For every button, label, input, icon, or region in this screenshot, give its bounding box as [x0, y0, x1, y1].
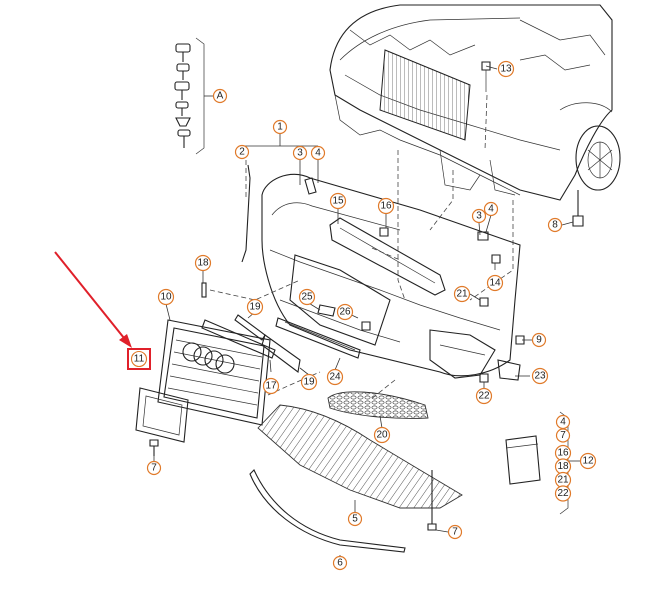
bag-callout-label: 16	[557, 448, 569, 459]
trim-strip-2	[241, 164, 251, 263]
callout-c5: 5	[347, 511, 363, 527]
callout-cA: A	[212, 88, 228, 104]
callout-label: 3	[297, 148, 303, 159]
callout-c17: 17	[262, 377, 280, 395]
bumper-cover	[261, 173, 521, 381]
callout-c26: 26	[336, 303, 354, 321]
bag-callout-18: 18	[554, 458, 572, 475]
callout-label: 20	[376, 430, 388, 441]
callout-label: 19	[303, 377, 315, 388]
callout-c19a: 19	[246, 298, 264, 316]
car-front-body	[329, 4, 621, 201]
callout-label: 22	[478, 391, 490, 402]
bag-callout-label: 22	[557, 488, 569, 499]
callout-label: 13	[500, 64, 512, 75]
callout-c19b: 19	[300, 373, 318, 391]
bag-group-label: 12	[579, 452, 597, 470]
callout-c7a: 7	[146, 460, 162, 476]
callout-label: 4	[488, 204, 494, 215]
bag-callout-label: 7	[560, 430, 566, 441]
callout-label: 24	[329, 372, 341, 383]
callout-label: 17	[265, 381, 277, 392]
callout-label: 2	[239, 147, 245, 158]
callout-c13: 13	[497, 60, 515, 78]
callout-c4a: 4	[310, 145, 326, 161]
callout-c4b: 4	[483, 201, 499, 217]
bag-callout-16: 16	[554, 444, 572, 462]
callout-label: 19	[249, 302, 261, 313]
bag-callout-21: 21	[554, 471, 572, 489]
lower-trim-strip	[249, 469, 406, 553]
callout-c9: 9	[531, 332, 547, 348]
callout-label: A	[217, 91, 224, 102]
red-pointer-arrow	[54, 251, 132, 348]
callout-label: 9	[536, 335, 542, 346]
callout-label: 4	[315, 148, 321, 159]
callout-label: 3	[476, 211, 482, 222]
bag-group-label-text: 12	[582, 456, 594, 467]
trim-strip-24	[275, 317, 361, 359]
callout-c6: 6	[332, 555, 348, 571]
parts-bag	[505, 435, 541, 485]
fastener-set-a	[174, 37, 205, 155]
callout-label: 1	[277, 122, 283, 133]
side-grille	[327, 391, 429, 419]
bag-callout-4: 4	[555, 414, 571, 430]
trim-strip-17	[201, 319, 276, 359]
highlighted-callout-label: 11	[134, 354, 145, 365]
callout-c14: 14	[486, 274, 504, 292]
callout-label: 6	[337, 558, 343, 569]
callout-label: 16	[380, 201, 392, 212]
callout-label: 8	[552, 220, 558, 231]
callout-c15: 15	[329, 192, 347, 210]
callout-c7b: 7	[447, 524, 463, 540]
callout-label: 10	[160, 292, 172, 303]
callout-label: 14	[489, 278, 501, 289]
callout-c1: 1	[272, 119, 288, 135]
bag-callout-7: 7	[555, 428, 571, 443]
callout-c2: 2	[234, 144, 250, 160]
callout-c3b: 3	[471, 208, 487, 224]
highlighted-callout-11: 11	[127, 348, 151, 370]
callout-c25: 25	[298, 288, 316, 306]
bag-callout-label: 4	[560, 417, 566, 428]
callout-c18: 18	[194, 254, 212, 272]
dashed-leaders	[209, 94, 514, 401]
callout-c23: 23	[531, 367, 549, 385]
trim-strip-19a	[234, 314, 266, 341]
bag-callout-label: 21	[557, 475, 569, 486]
bracket-15	[329, 217, 446, 296]
callout-leaders	[153, 65, 580, 562]
bag-callout-22: 22	[554, 485, 572, 502]
callout-label: 25	[301, 292, 313, 303]
callout-label: 18	[197, 258, 209, 269]
callout-c8: 8	[547, 217, 563, 233]
trim-strip-19b	[261, 334, 301, 373]
callout-label: 23	[534, 371, 546, 382]
lower-air-guide	[257, 404, 463, 509]
callout-label: 21	[456, 289, 468, 300]
callout-c21: 21	[453, 285, 471, 303]
callout-label: 7	[151, 463, 157, 474]
callout-c10: 10	[157, 288, 175, 306]
radiator-grille	[135, 319, 271, 443]
callout-label: 5	[352, 514, 358, 525]
callout-c3a: 3	[292, 145, 308, 161]
callout-label: 7	[452, 527, 458, 538]
callout-c20: 20	[373, 426, 391, 444]
bag-callout-label: 18	[557, 461, 569, 472]
callout-c16: 16	[377, 197, 395, 215]
bag-group-callouts: 4 7 16 18 21 22 12	[554, 414, 597, 502]
callout-label: 26	[339, 307, 351, 318]
callout-c22: 22	[475, 387, 493, 405]
callout-c24: 24	[326, 368, 344, 386]
callout-label: 15	[332, 196, 344, 207]
